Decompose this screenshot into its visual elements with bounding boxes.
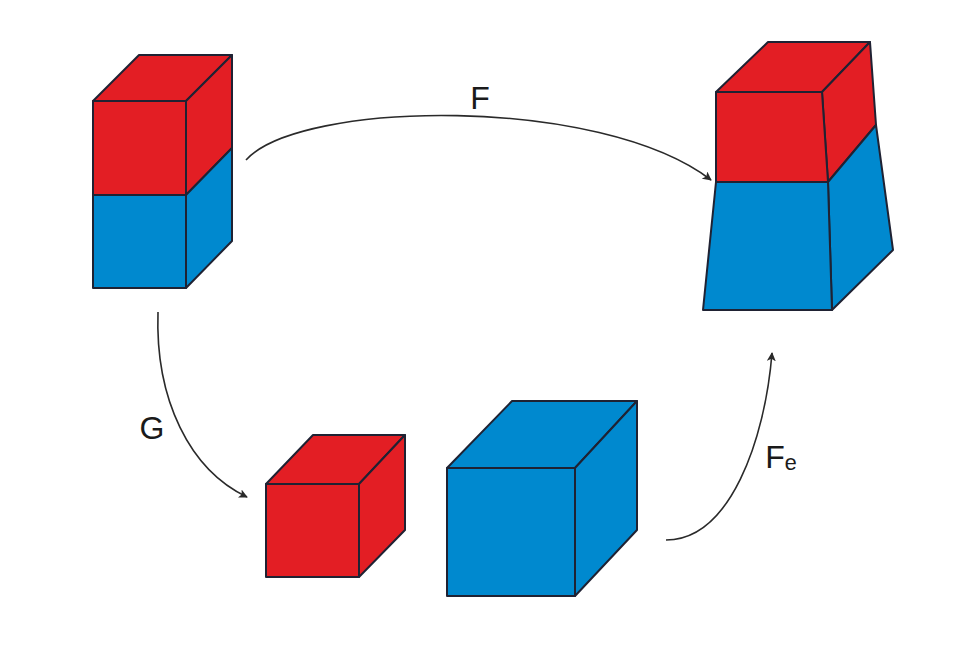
map-label: F [470, 82, 490, 114]
reference-block [93, 55, 232, 288]
map-label: Fₑ [765, 441, 796, 473]
deformed-block [703, 42, 893, 310]
blue-cube [447, 401, 637, 596]
map-label: G [140, 412, 165, 444]
map-arrow [246, 115, 711, 180]
map-arrow [666, 353, 772, 540]
map-arrow [158, 312, 247, 497]
red-cube [266, 435, 405, 577]
